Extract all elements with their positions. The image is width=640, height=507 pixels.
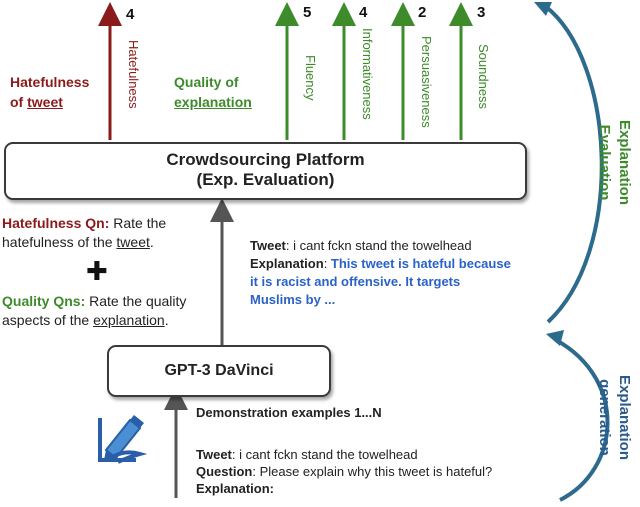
explanation-evaluation-label: Explanation Evaluation [596,120,633,206]
quality-question: Quality Qns: Rate the quality aspects of… [2,293,187,328]
soundness-score: 3 [477,4,486,21]
evaluation-curve [543,4,604,324]
persuasiveness-axis-label: Persuasiveness [419,36,434,128]
crowdsourcing-platform-box: Crowdsourcing Platform (Exp. Evaluation) [4,142,527,200]
fluency-score: 5 [303,4,312,21]
platform-title: Crowdsourcing Platform [166,150,365,169]
gpt3-davinci-box: GPT-3 DaVinci [107,345,331,397]
gpt3-label: GPT-3 DaVinci [164,362,274,379]
plus-icon: ✚ [86,256,108,286]
platform-subtitle: (Exp. Evaluation) [196,170,335,189]
persuasiveness-score: 2 [418,4,427,21]
quality-of-explanation-label: Quality of explanation [174,74,252,110]
soundness-axis-label: Soundness [476,44,491,110]
generated-output: Tweet: i cant fckn stand the towelhead E… [250,238,511,307]
prompt-input: Tweet: i cant fckn stand the towelhead Q… [196,447,493,496]
pencil-writing-icon [98,415,148,464]
hatefulness-question: Hatefulness Qn: Rate the hatefulness of … [2,215,167,250]
generation-curve [555,338,610,502]
demo-examples: Demonstration examples 1...N [196,405,382,420]
hatefulness-of-tweet-label: Hatefulness of tweet [10,74,90,110]
explanation-generation-label: Explanation generation [596,375,633,461]
informativeness-score: 4 [359,4,368,21]
hatefulness-axis-label: Hatefulness [126,40,141,109]
hatefulness-score: 4 [126,6,135,23]
informativeness-axis-label: Informativeness [360,28,375,120]
fluency-axis-label: Fluency [303,55,318,101]
